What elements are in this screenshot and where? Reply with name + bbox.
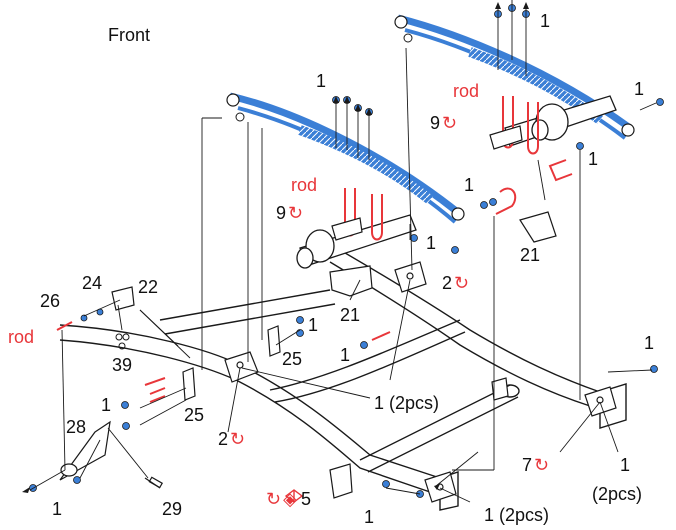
callout-1-small: 1 [340,345,351,365]
callout-24: 24 [82,273,103,293]
rotate-icon: ↻ [442,113,458,133]
callout-2pcs-bottom-right: (2pcs) [592,484,643,504]
callout-rod-right: rod [453,81,480,101]
callout-1-right-end: 1 [644,333,655,353]
bolt-icon [144,476,164,489]
callout-1-left-mid: 1 [101,395,112,415]
rotate-icon: ↻ [266,489,282,509]
rotate-icon: ↻ [230,429,246,449]
callout-25-lower: 25 [184,405,205,425]
callout-rod-left: rod [291,175,318,195]
leader-lines [29,0,657,503]
callout-39: 39 [112,355,133,375]
callout-1-far-right: 1 [634,79,645,99]
callout-rod-far-left: rod [8,327,35,347]
rotate-icon: ↻ [454,273,470,293]
callout-1-upper-center: 1 [464,175,475,195]
callout-1-center: 1 [426,233,437,253]
callout-2-center: 2↻ [442,273,470,293]
callout-1-bottom-left: 1 [52,499,63,519]
callout-7: 7↻ [522,455,550,475]
torque-mark-icon: ◈ [283,489,297,509]
frame-rail-icon [59,249,627,511]
shackle-icon [59,125,557,481]
axle-icon [296,95,617,269]
callout-1-bottom-center: 1 [364,507,375,527]
callout-1-top-right: 1 [540,11,551,31]
callout-1-bracket: 1 [308,315,319,335]
callout-1-2pcs-mid: 1 (2pcs) [374,393,440,413]
callout-1-bottom-right: 1 [620,455,631,475]
callout-29: 29 [162,499,183,519]
frame-bracket-icon [224,261,617,503]
callout-1-2pcs-bottom: 1 (2pcs) [484,505,550,525]
callout-1-left-top: 1 [316,71,327,91]
callout-26: 26 [40,291,61,311]
callout-9-right: 9↻ [430,113,458,133]
torque-mark-icon [284,489,304,503]
diagram-title: Front [108,25,151,45]
callout-1-right-mid: 1 [588,149,599,169]
callout-28: 28 [66,417,87,437]
arrowheads [22,2,529,493]
callout-22: 22 [138,277,159,297]
callout-25-upper: 25 [282,349,303,369]
rotate-icon: ↻ [534,455,550,475]
callout-5: ↻◈5 [266,489,311,509]
rotate-icon: ↻ [288,203,304,223]
washer-icon [115,333,130,350]
callout-9-left: 9↻ [276,203,304,223]
callout-2-left: 2↻ [218,429,246,449]
callout-21-center: 21 [340,305,361,325]
callout-21-right: 21 [520,245,541,265]
